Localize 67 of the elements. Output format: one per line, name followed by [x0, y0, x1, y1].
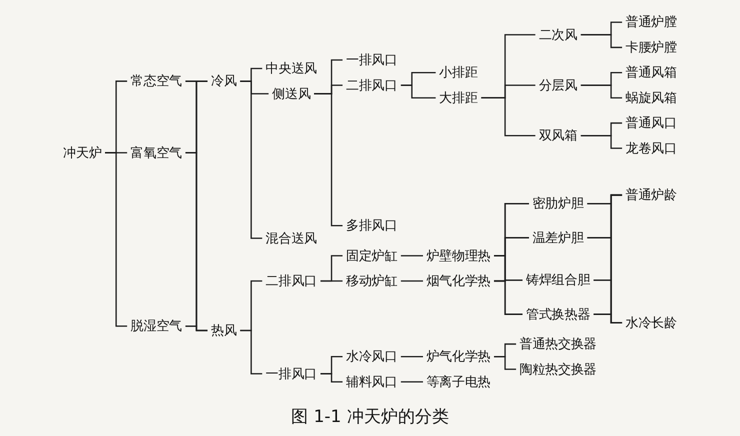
node-text: 铸焊组合胆: [526, 272, 590, 288]
node-text: 分层风: [538, 77, 578, 93]
node-text: 等离子电热: [426, 374, 491, 390]
node-text: 龙卷风口: [626, 140, 677, 156]
node-text: 混合送风: [266, 230, 317, 246]
node-text: 温差炉胆: [532, 230, 584, 246]
connector: [320, 255, 343, 282]
node-text: 一排风口: [266, 366, 317, 382]
node-text: 陶粒热交换器: [520, 361, 597, 377]
node-text: 小排距: [439, 64, 478, 80]
connector: [240, 330, 262, 374]
node-text: 普通炉膛: [626, 14, 677, 30]
connector: [580, 34, 622, 48]
connector: [494, 356, 516, 370]
node-text: 固定炉缸: [346, 248, 398, 264]
connector: [314, 93, 343, 226]
node-text: 水冷长龄: [626, 314, 677, 330]
connector: [320, 280, 343, 282]
node-text: 脱湿空气: [130, 318, 182, 334]
node-text: 常态空气: [130, 73, 182, 89]
node-text: 冲天炉: [63, 144, 102, 160]
node-text: 卡腰炉膛: [626, 39, 677, 55]
connector: [587, 202, 622, 324]
node-text: 水冷风口: [346, 348, 398, 364]
node-text: 冷风: [211, 73, 237, 89]
connector: [105, 152, 128, 327]
connector: [494, 255, 523, 315]
node-text: 炉气化学热: [426, 348, 491, 364]
node-text: 大排距: [439, 90, 478, 106]
node-text: 移动炉缸: [346, 273, 398, 288]
connector: [580, 135, 622, 149]
connector: [240, 80, 262, 239]
connector: [320, 373, 343, 382]
connector: [400, 255, 423, 256]
node-text: 热风: [211, 322, 237, 338]
connector: [185, 325, 208, 332]
connector: [400, 280, 423, 282]
node-text: 侧送风: [272, 86, 311, 102]
node-text: 炉壁物理热: [426, 248, 491, 264]
node-text: 普通风箱: [626, 64, 677, 80]
node-text: 普通风口: [626, 115, 677, 131]
node-text: 富氧空气: [130, 144, 182, 160]
node-text: 多排风口: [346, 218, 398, 234]
node-text: 普通热交换器: [520, 336, 597, 352]
connector: [400, 84, 436, 98]
connector: [580, 84, 622, 98]
connector: [594, 314, 622, 324]
connector: [481, 97, 536, 136]
node-text: 烟气化学热: [426, 273, 491, 288]
node-text: 二次风: [538, 26, 578, 42]
figure-caption: 图 1-1 冲天炉的分类: [291, 407, 449, 427]
connector: [494, 280, 523, 315]
connector: [400, 381, 423, 382]
node-text: 中央送风: [266, 60, 317, 76]
node-text: 管式换热器: [526, 306, 590, 322]
connector: [185, 152, 208, 332]
node-text: 辅料风口: [346, 374, 398, 390]
node-text: 双风箱: [538, 128, 578, 144]
node-text: 蜗旋风箱: [626, 90, 677, 106]
node-text: 二排风口: [266, 273, 317, 288]
node-text: 二排风口: [346, 77, 398, 93]
node-text: 普通炉龄: [626, 187, 677, 203]
node-text: 一排风口: [346, 52, 398, 68]
connector: [400, 356, 423, 358]
connector: [594, 279, 622, 324]
node-text: 密肋炉胆: [532, 196, 584, 212]
connector: [587, 237, 622, 324]
